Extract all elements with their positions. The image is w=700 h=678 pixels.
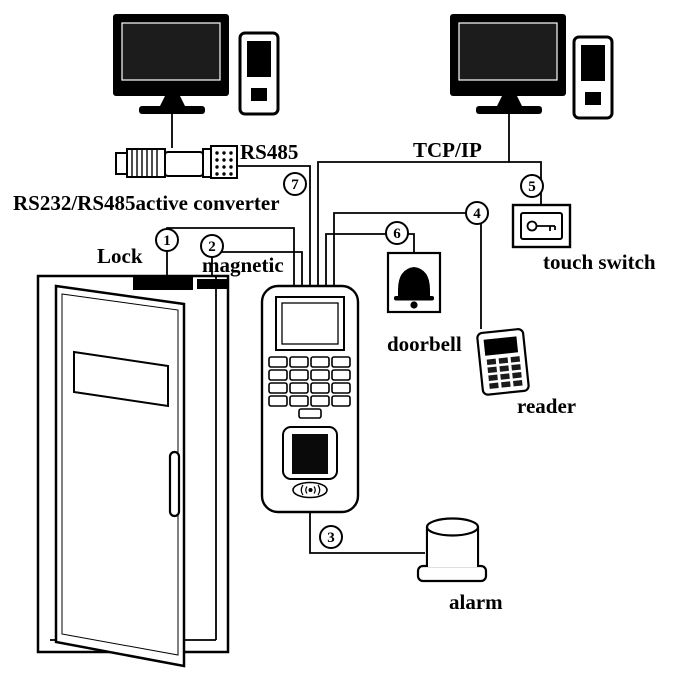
node-5: 5: [520, 174, 544, 198]
right-monitor-base: [476, 106, 542, 114]
left-computer: [113, 14, 280, 116]
terminal-screen-inner: [281, 302, 339, 345]
converter-pins: [215, 151, 233, 176]
wire-alarm: [309, 512, 425, 554]
node-2-number: 2: [208, 239, 216, 255]
touch-switch-device: [511, 203, 572, 249]
node-6-number: 6: [393, 226, 401, 242]
converter-left-cap: [115, 152, 128, 175]
reader-keys: [486, 356, 523, 389]
node-4: 4: [465, 201, 489, 225]
access-control-terminal: [260, 284, 360, 514]
door-panel-inner-line: [61, 293, 179, 656]
reader-screen: [483, 336, 519, 356]
door: [36, 274, 230, 668]
node-7: 7: [283, 172, 307, 196]
reader-device: [476, 328, 530, 396]
right-monitor-stand: [497, 96, 522, 106]
wire-lock: [166, 227, 295, 287]
node-5-number: 5: [528, 179, 536, 195]
right-tower-drive: [585, 92, 601, 105]
node-7-number: 7: [291, 177, 299, 193]
converter-flange: [202, 148, 212, 178]
tcpip-label: TCP/IP: [413, 138, 482, 162]
node-2: 2: [200, 234, 224, 258]
doorbell-label: doorbell: [387, 332, 462, 356]
left-monitor-stand: [160, 96, 185, 106]
node-1-number: 1: [163, 233, 171, 249]
left-monitor-screen: [121, 22, 221, 81]
fingerprint-sensor: [292, 434, 328, 474]
rs485-label: RS485: [240, 140, 298, 164]
doorbell-bell-rim: [394, 296, 434, 301]
node-4-number: 4: [473, 206, 481, 222]
wire-tcpip: [317, 113, 510, 287]
terminal-keypad: [268, 356, 351, 419]
left-tower-panel: [247, 41, 271, 77]
converter-label: RS232/RS485active converter: [13, 191, 280, 215]
right-tower-panel: [581, 45, 605, 81]
alarm-body-sides: [425, 527, 480, 567]
numbered-nodes: 1 2 3 4 5 6 7: [155, 172, 544, 549]
magnetic-contact-block: [197, 279, 228, 289]
lock-label: Lock: [97, 244, 143, 268]
node-3-number: 3: [327, 530, 335, 546]
door-panel: [54, 284, 186, 668]
node-3: 3: [319, 525, 343, 549]
reader-label: reader: [517, 394, 576, 418]
lock-block: [133, 277, 193, 290]
left-monitor-base: [139, 106, 205, 114]
door-window: [73, 350, 169, 408]
key-icon: [526, 220, 556, 232]
right-computer: [450, 14, 614, 120]
door-handle: [168, 450, 181, 518]
wire-magnetic: [211, 251, 303, 287]
alarm-top: [425, 517, 480, 537]
doorbell-bell-clapper: [410, 301, 418, 309]
alarm-label: alarm: [449, 590, 503, 614]
converter-body: [164, 151, 204, 177]
alarm-device: [416, 517, 488, 583]
converter-finned-body: [126, 148, 166, 178]
wire-doorbell: [325, 233, 415, 287]
right-monitor-screen: [458, 22, 558, 81]
doorbell-bell-icon: [398, 267, 430, 296]
magnetic-label: magnetic: [202, 253, 284, 277]
rs485-converter: [115, 145, 238, 179]
touch-switch-label: touch switch: [543, 250, 656, 274]
doorbell: [386, 251, 442, 314]
converter-fins: [131, 149, 158, 177]
alarm-base: [416, 564, 488, 583]
left-tower-drive: [251, 88, 267, 101]
node-6: 6: [385, 221, 409, 245]
rfid-wave-icon: [300, 484, 321, 496]
wire-reader: [333, 212, 482, 329]
wire-rs485: [237, 165, 311, 287]
node-1: 1: [155, 228, 179, 252]
